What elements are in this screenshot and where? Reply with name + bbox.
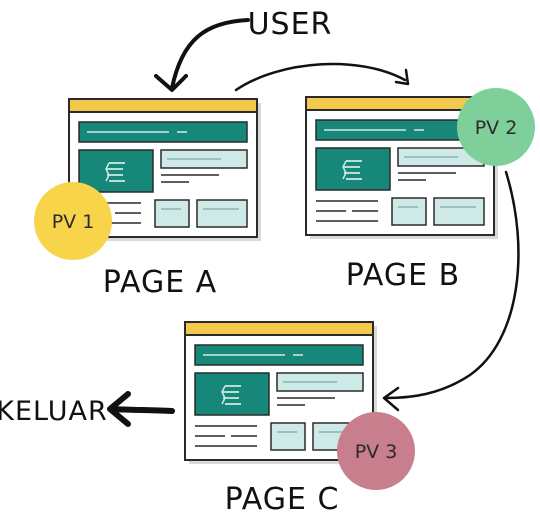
pv-circle (34, 182, 112, 260)
page-a-pageview-badge: PV 1 (34, 182, 112, 260)
arrow-page-a-to-page-b (234, 62, 410, 92)
arrow-page-b-to-page-c (382, 170, 520, 412)
pageview-label: PV 2 (475, 117, 518, 139)
user-label: USER (248, 7, 333, 42)
exit-label: KELUAR (0, 396, 108, 427)
page-c-label: PAGE C (225, 482, 340, 517)
arrow-user-to-page-a (154, 18, 250, 92)
exit-arrow (107, 391, 175, 427)
pv-circle (457, 88, 535, 166)
page-b-label: PAGE B (346, 258, 461, 293)
page-a-label: PAGE A (103, 265, 217, 300)
pv-circle (337, 412, 415, 490)
page-b-pageview-badge: PV 2 (457, 88, 535, 166)
pageview-label: PV 3 (355, 441, 398, 463)
pageview-label: PV 1 (52, 211, 95, 233)
page-c-pageview-badge: PV 3 (337, 412, 415, 490)
